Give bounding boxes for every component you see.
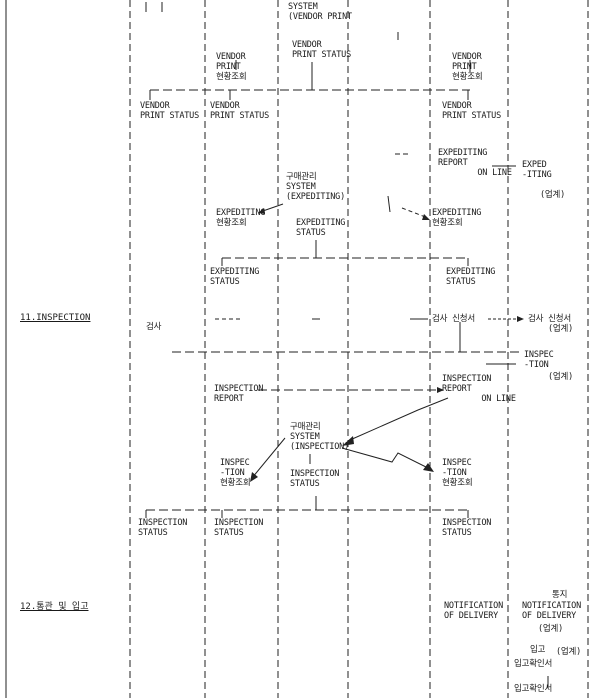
connector-line: [387, 195, 391, 213]
expediting-vendor-label: EXPED -ITING: [522, 160, 552, 180]
section-title-inspection: 11.INSPECTION: [20, 313, 91, 323]
inspection-label: 검사: [146, 322, 162, 332]
notify-label: 통지: [552, 590, 568, 600]
expediting-inquiry-label: EXPEDITING 현황조회: [216, 208, 266, 228]
connector-line: [251, 437, 286, 479]
vendor-tag: (업계): [538, 624, 564, 634]
vendor-tag: (업계): [548, 324, 574, 334]
section-title-delivery: 12.통관 및 입고: [20, 602, 89, 612]
inspection-inquiry-label: INSPEC -TION 현황조회: [220, 458, 251, 488]
inspection-status-label: INSPECTION STATUS: [290, 469, 340, 489]
vendor-print-inquiry-label: VENDOR PRINT 현황조회: [216, 52, 247, 82]
vendor-print-status-label: VENDOR PRINT STATUS: [210, 101, 270, 121]
arrow-head: [517, 316, 524, 322]
vendor-print-inquiry-label: VENDOR PRINT 현황조회: [452, 52, 483, 82]
vendor-tag: (업계): [556, 647, 582, 657]
receipt-confirmation-label: 입고확인서: [514, 659, 553, 669]
arrow-head: [423, 463, 434, 472]
inspection-report-label: INSPECTION REPORT: [214, 384, 264, 404]
notification-of-delivery-label: NOTIFICATION OF DELIVERY: [522, 601, 582, 621]
receipt-label: 입고: [530, 645, 546, 655]
arrow-head: [342, 436, 354, 446]
inspection-request-label: 검사 신청서: [528, 314, 572, 324]
vendor-print-status-label: VENDOR PRINT STATUS: [140, 101, 200, 121]
inspection-status-label: INSPECTION STATUS: [214, 518, 264, 538]
inspection-system-label: 구매관리 SYSTEM (INSPECTION): [290, 422, 350, 452]
vendor-tag: (업계): [540, 190, 566, 200]
expediting-inquiry-label: EXPEDITING 현황조회: [432, 208, 482, 228]
vendor-print-status-label: VENDOR PRINT STATUS: [292, 40, 352, 60]
expediting-status-label: EXPEDITING STATUS: [210, 267, 260, 287]
inspection-status-label: INSPECTION STATUS: [442, 518, 492, 538]
expediting-report-label: EXPEDITING REPORT ON LINE: [438, 148, 512, 178]
expediting-status-label: EXPEDITING STATUS: [296, 218, 346, 238]
arrow-head: [250, 472, 258, 482]
expediting-system-label: 구매관리 SYSTEM (EXPEDITING): [286, 172, 346, 202]
arrow-head: [258, 208, 265, 214]
inspection-status-label: INSPECTION STATUS: [138, 518, 188, 538]
receipt-document-label: 입고확인서: [514, 684, 553, 694]
inspection-request-label: 검사 신청서: [432, 314, 476, 324]
lightning-connector: [349, 397, 449, 441]
arrow-head: [437, 387, 444, 393]
arrow-head: [422, 214, 430, 220]
inspection-report-label: INSPECTION REPORT ON LINE: [442, 374, 516, 404]
vendor-tag: (업계): [548, 372, 574, 382]
lightning-connector: [341, 447, 433, 471]
notification-of-delivery-label: NOTIFICATION OF DELIVERY: [444, 601, 504, 621]
vendor-print-system-label: SYSTEM (VENDOR PRINT: [288, 2, 352, 22]
inspection-inquiry-label: INSPEC -TION 현황조회: [442, 458, 473, 488]
vendor-print-status-label: VENDOR PRINT STATUS: [442, 101, 502, 121]
inspection-vendor-label: INSPEC -TION: [524, 350, 554, 370]
expediting-status-label: EXPEDITING STATUS: [446, 267, 496, 287]
